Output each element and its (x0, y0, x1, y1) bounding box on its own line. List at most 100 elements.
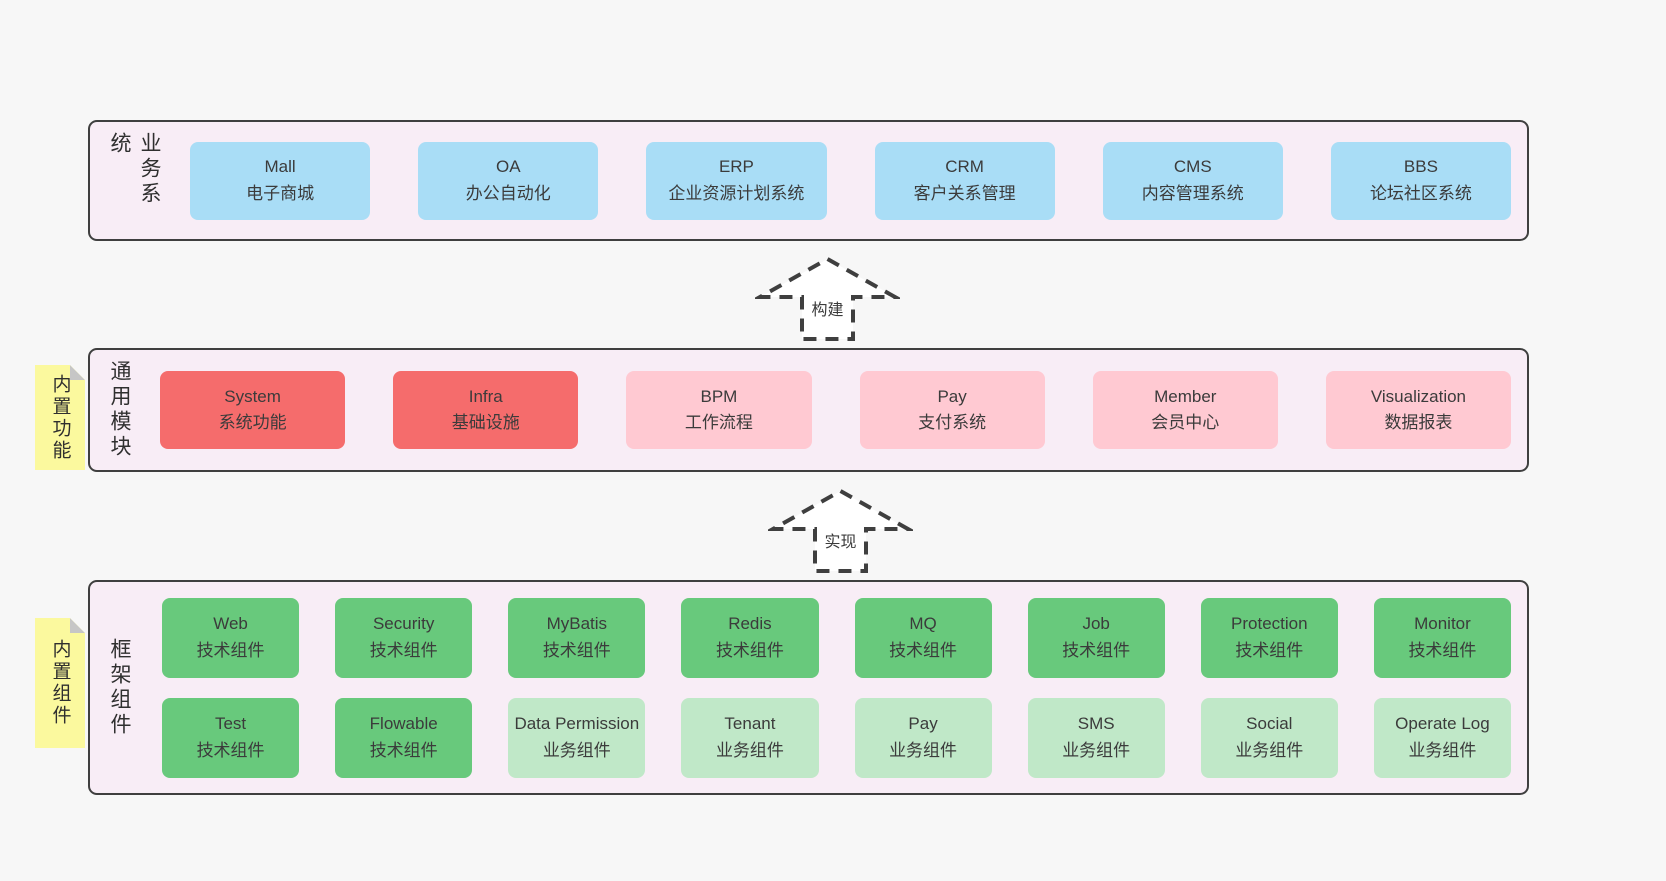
common-modules-section: 通用模块 System 系统功能 Infra 基础设施 BPM 工作流程 Pay… (88, 348, 1529, 472)
box-infra-desc: 基础设施 (451, 413, 520, 432)
box-infra-name: Infra (468, 386, 503, 406)
framework-components-section: 框架组件 Web 技术组件 Security 技术组件 MyBatis 技术组件… (88, 580, 1529, 795)
box-web-desc: 技术组件 (196, 640, 265, 660)
box-mall: Mall 电子商城 (190, 141, 371, 220)
implement-arrow-label: 实现 (821, 527, 860, 553)
note-fold-corner-icon (70, 618, 85, 633)
box-crm-desc: 客户关系管理 (913, 183, 1016, 203)
box-crm: CRM 客户关系管理 (874, 141, 1055, 220)
box-web-name: Web (213, 614, 248, 634)
box-oa-name: OA (495, 157, 521, 177)
box-tenant-desc: 业务组件 (715, 740, 784, 760)
box-data-permission-name: Data Permission (514, 714, 640, 734)
box-tenant-name: Tenant (724, 714, 776, 734)
box-protection-name: Protection (1231, 614, 1308, 634)
box-erp-desc: 企业资源计划系统 (668, 183, 805, 203)
box-erp: ERP 企业资源计划系统 (646, 141, 827, 220)
box-monitor: Monitor 技术组件 (1373, 597, 1511, 678)
box-mall-name: Mall (264, 157, 296, 177)
box-mybatis: MyBatis 技术组件 (508, 597, 646, 678)
business-systems-boxes: Mall 电子商城 OA 办公自动化 ERP 企业资源计划系统 CRM 客户关系… (172, 122, 1527, 239)
box-member-name: Member (1154, 386, 1217, 406)
box-security-desc: 技术组件 (369, 640, 438, 660)
box-security: Security 技术组件 (335, 597, 473, 678)
box-visualization: Visualization 数据报表 (1325, 371, 1512, 449)
box-operate-log-desc: 业务组件 (1408, 740, 1477, 760)
box-job-name: Job (1082, 614, 1110, 634)
box-pay-component-desc: 业务组件 (889, 740, 958, 760)
box-redis: Redis 技术组件 (681, 597, 819, 678)
built-in-components-note: 内置组件 (35, 618, 85, 748)
common-modules-label: 通用模块 (108, 360, 131, 460)
box-visualization-name: Visualization (1370, 386, 1467, 406)
box-infra: Infra 基础设施 (393, 371, 579, 449)
business-systems-section: 业务系统 Mall 电子商城 OA 办公自动化 ERP 企业资源计划系统 CRM… (88, 120, 1529, 241)
common-modules-boxes: System 系统功能 Infra 基础设施 BPM 工作流程 Pay 支付系统… (142, 350, 1527, 470)
box-protection-desc: 技术组件 (1235, 640, 1304, 660)
box-cms-name: CMS (1173, 157, 1212, 177)
box-visualization-desc: 数据报表 (1384, 413, 1453, 432)
box-social-name: Social (1246, 714, 1293, 734)
box-tenant: Tenant 业务组件 (681, 697, 819, 778)
box-data-permission-desc: 业务组件 (542, 740, 611, 760)
box-sms: SMS 业务组件 (1027, 697, 1165, 778)
box-flowable-desc: 技术组件 (369, 740, 438, 760)
box-redis-name: Redis (728, 614, 772, 634)
box-redis-desc: 技术组件 (715, 640, 784, 660)
box-bbs-name: BBS (1403, 157, 1438, 177)
box-bbs-desc: 论坛社区系统 (1369, 183, 1472, 203)
note-fold-corner-icon (70, 365, 85, 380)
box-test: Test 技术组件 (162, 697, 300, 778)
framework-row-tech: Web 技术组件 Security 技术组件 MyBatis 技术组件 Redi… (142, 597, 1527, 678)
box-member: Member 会员中心 (1092, 371, 1278, 449)
box-pay-component: Pay 业务组件 (854, 697, 992, 778)
box-pay-component-name: Pay (908, 714, 938, 734)
box-mq-desc: 技术组件 (889, 640, 958, 660)
box-test-name: Test (214, 714, 247, 734)
box-pay-module-name: Pay (937, 386, 967, 406)
box-cms: CMS 内容管理系统 (1102, 141, 1283, 220)
box-system: System 系统功能 (160, 371, 346, 449)
box-system-name: System (224, 386, 281, 406)
box-social: Social 业务组件 (1200, 697, 1338, 778)
box-pay-module-desc: 支付系统 (918, 413, 987, 432)
implement-arrow: 实现 (768, 487, 913, 575)
framework-row-business: Test 技术组件 Flowable 技术组件 Data Permission … (142, 697, 1527, 778)
box-system-desc: 系统功能 (218, 413, 287, 432)
box-operate-log-name: Operate Log (1395, 714, 1490, 734)
built-in-features-note-text: 内置功能 (49, 373, 71, 462)
box-mybatis-desc: 技术组件 (542, 640, 611, 660)
box-pay-module: Pay 支付系统 (859, 371, 1045, 449)
build-arrow-label: 构建 (808, 295, 847, 321)
box-bpm: BPM 工作流程 (626, 371, 812, 449)
box-sms-desc: 业务组件 (1062, 740, 1131, 760)
box-oa-desc: 办公自动化 (465, 183, 551, 203)
box-mall-desc: 电子商城 (246, 183, 315, 203)
framework-components-label: 框架组件 (108, 637, 131, 738)
box-bpm-name: BPM (700, 386, 738, 406)
box-flowable: Flowable 技术组件 (335, 697, 473, 778)
box-sms-name: SMS (1077, 714, 1115, 734)
business-systems-label: 业务系统 (108, 132, 161, 207)
box-monitor-name: Monitor (1414, 614, 1471, 634)
box-cms-desc: 内容管理系统 (1141, 183, 1244, 203)
box-web: Web 技术组件 (162, 597, 300, 678)
box-bpm-desc: 工作流程 (684, 413, 753, 432)
box-crm-name: CRM (945, 157, 984, 177)
box-mybatis-name: MyBatis (546, 614, 608, 634)
box-monitor-desc: 技术组件 (1408, 640, 1477, 660)
box-mq-name: MQ (909, 614, 937, 634)
box-member-desc: 会员中心 (1151, 413, 1220, 432)
box-social-desc: 业务组件 (1235, 740, 1304, 760)
box-job: Job 技术组件 (1027, 597, 1165, 678)
box-operate-log: Operate Log 业务组件 (1373, 697, 1511, 778)
box-job-desc: 技术组件 (1062, 640, 1131, 660)
box-protection: Protection 技术组件 (1200, 597, 1338, 678)
box-oa: OA 办公自动化 (418, 141, 599, 220)
box-security-name: Security (372, 614, 435, 634)
box-test-desc: 技术组件 (196, 740, 265, 760)
box-mq: MQ 技术组件 (854, 597, 992, 678)
box-bbs: BBS 论坛社区系统 (1330, 141, 1512, 220)
box-data-permission: Data Permission 业务组件 (508, 697, 646, 778)
